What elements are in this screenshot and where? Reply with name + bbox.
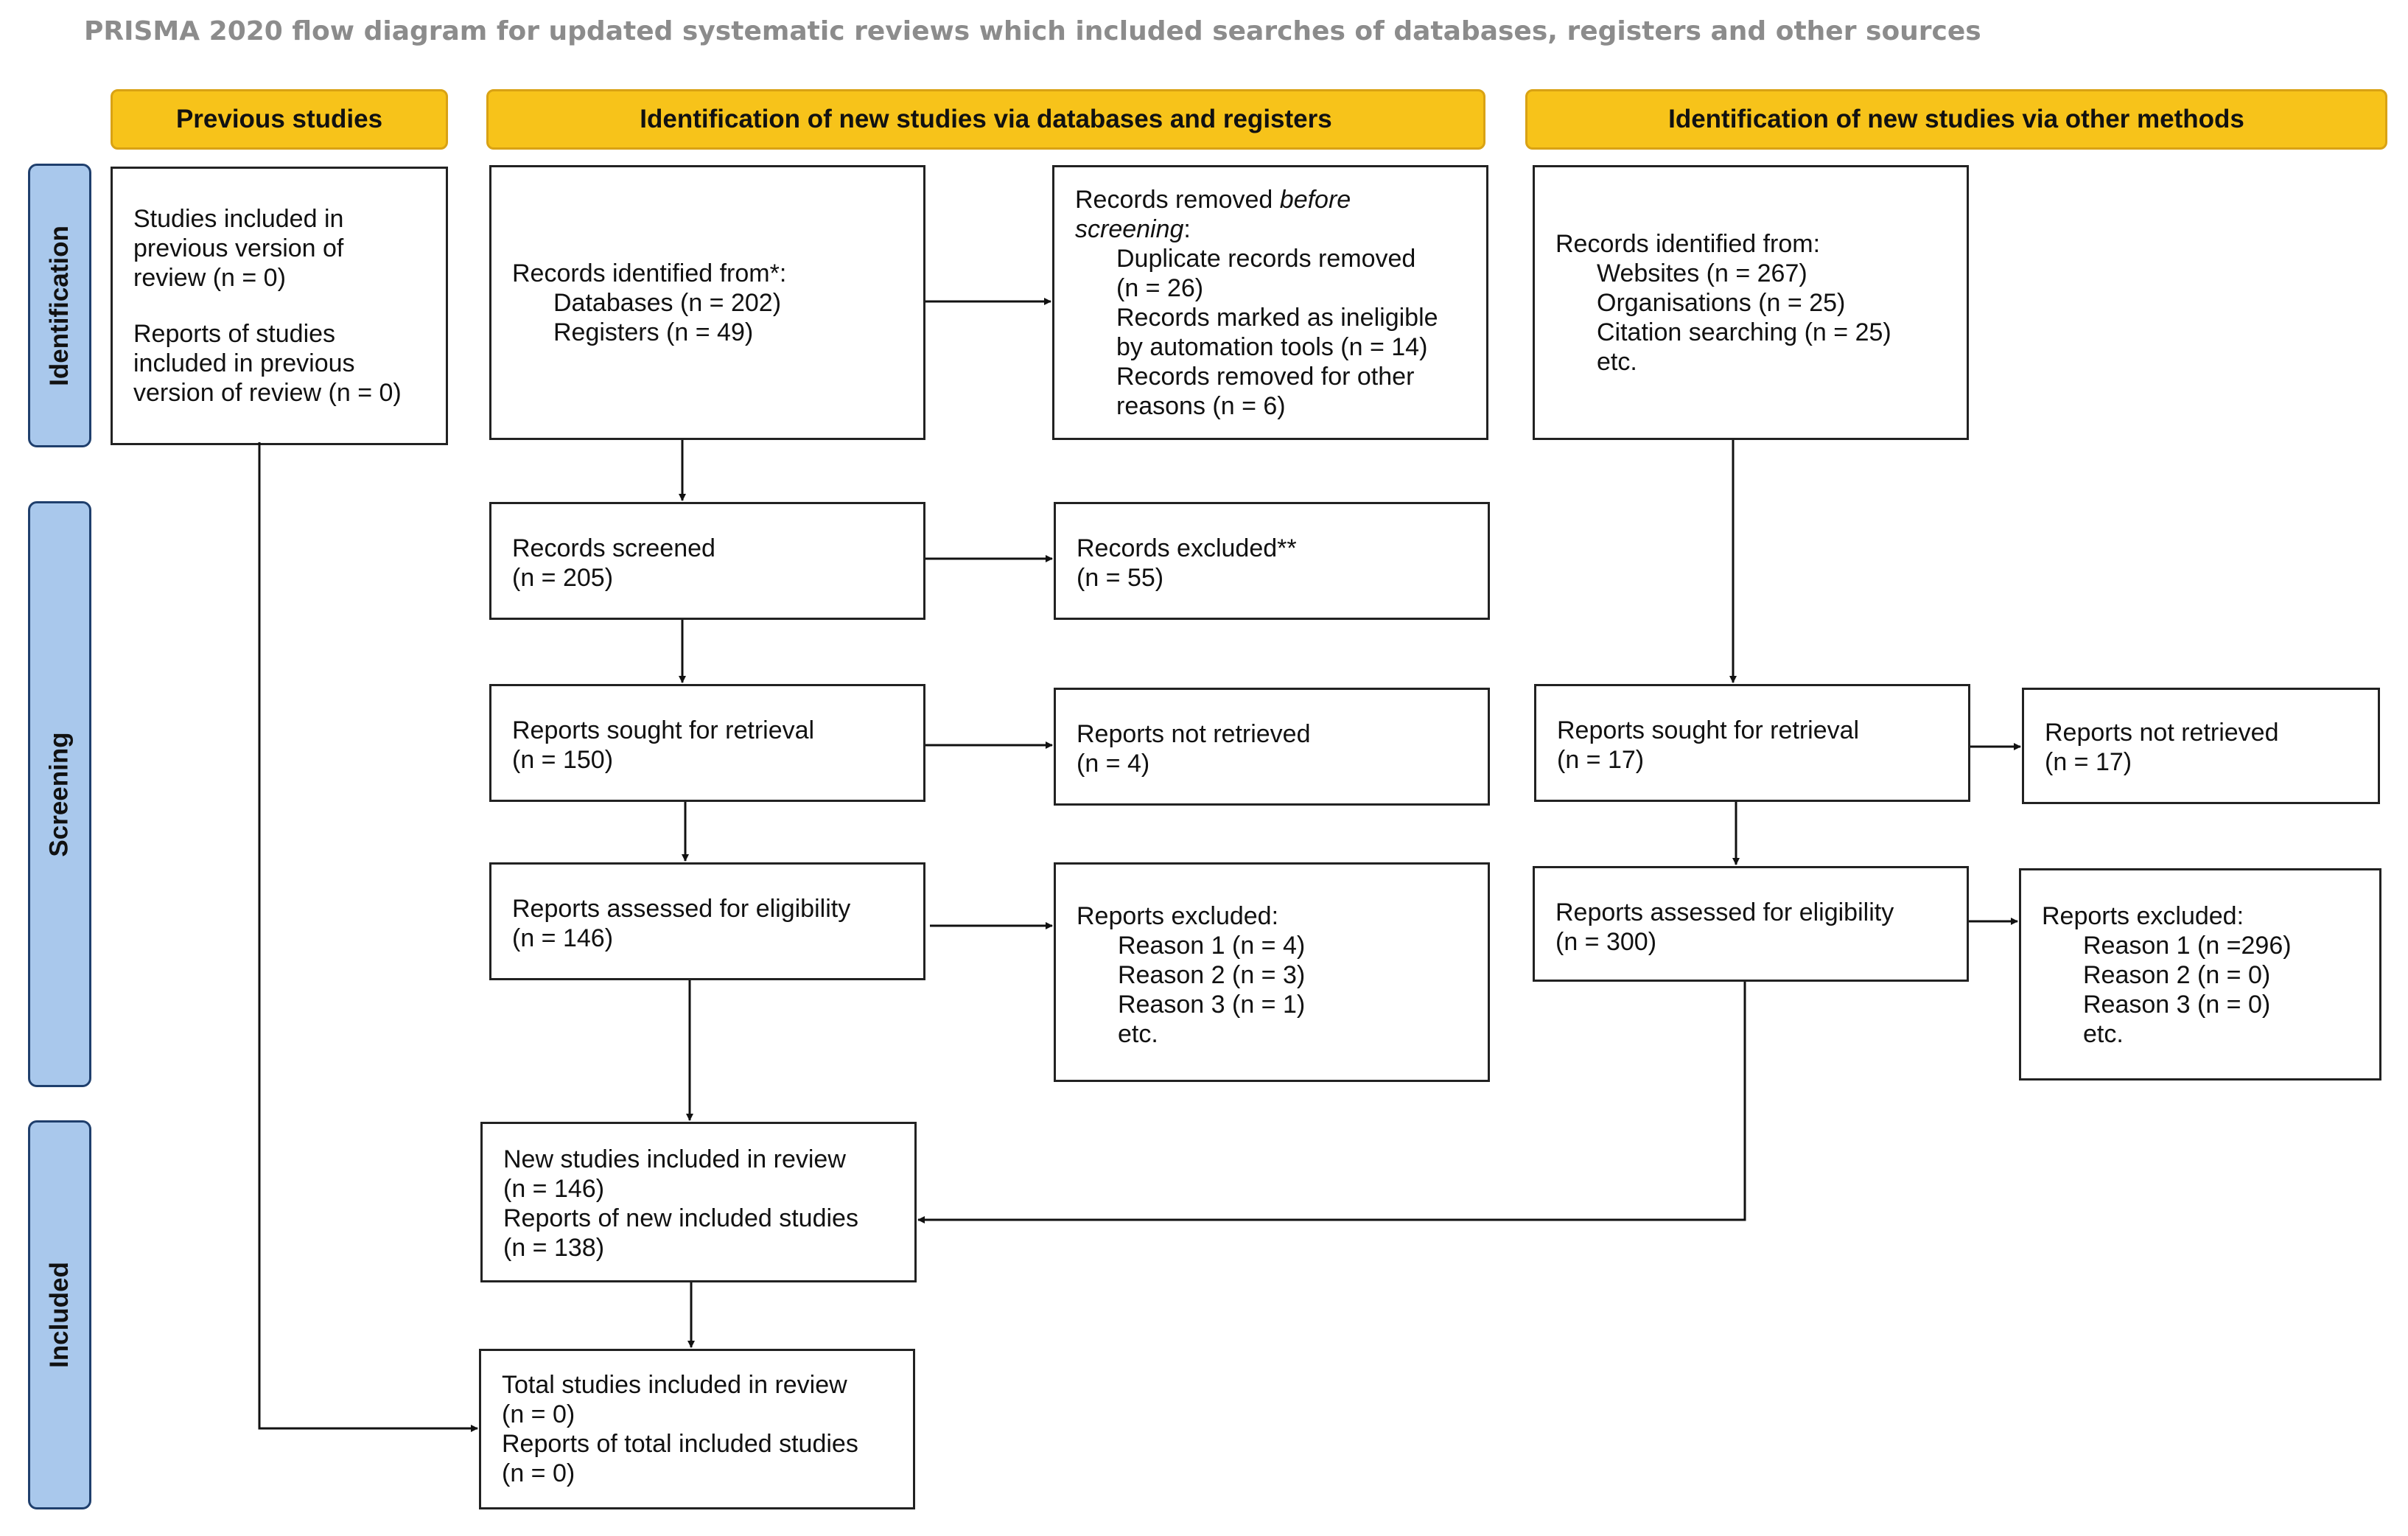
db-identified-heading: Records identified from*: [512, 259, 787, 287]
new-studies-included-box: New studies included in review (n = 146)… [480, 1122, 917, 1282]
db-duplicates-line: Duplicate records removed [1116, 244, 1416, 273]
other-reports-excluded-heading: Reports excluded: [2042, 902, 2244, 930]
other-not-retrieved-label: Reports not retrieved [2045, 719, 2279, 747]
other-reports-not-retrieved-box: Reports not retrieved (n = 17) [2022, 688, 2380, 804]
other-sought-count: (n = 17) [1557, 746, 1645, 774]
db-registers-count: Registers (n = 49) [553, 318, 754, 346]
db-removed-heading-cont: screening: [1075, 214, 1191, 243]
header-databases-registers: Identification of new studies via databa… [486, 89, 1485, 150]
db-excluded-count: (n = 55) [1077, 564, 1164, 592]
db-records-identified-box: Records identified from*: Databases (n =… [489, 165, 925, 440]
db-other-reasons-count: reasons (n = 6) [1116, 391, 1286, 420]
db-screened-count: (n = 205) [512, 564, 614, 592]
new-included-line: New studies included in review [503, 1145, 846, 1173]
db-reports-excluded-heading: Reports excluded: [1077, 902, 1279, 930]
db-removed-heading: Records removed before [1075, 185, 1351, 214]
other-reports-sought-box: Reports sought for retrieval (n = 17) [1534, 684, 1970, 802]
total-reports-count: (n = 0) [502, 1459, 575, 1487]
db-reports-not-retrieved-box: Reports not retrieved (n = 4) [1054, 688, 1490, 806]
db-not-retrieved-count: (n = 4) [1077, 750, 1150, 778]
total-included-line: Total studies included in review [502, 1371, 847, 1399]
other-identified-etc: etc. [1597, 347, 1637, 376]
page-title: PRISMA 2020 flow diagram for updated sys… [84, 16, 1981, 46]
db-automation-line: Records marked as ineligible [1116, 303, 1438, 332]
db-reason-2: Reason 2 (n = 3) [1118, 961, 1306, 989]
previous-studies-line: Studies included in [133, 205, 344, 233]
other-reports-assessed-box: Reports assessed for eligibility (n = 30… [1533, 866, 1969, 982]
total-studies-included-box: Total studies included in review (n = 0)… [479, 1349, 915, 1509]
previous-studies-line: review (n = 0) [133, 264, 286, 292]
db-excluded-label: Records excluded** [1077, 534, 1297, 562]
other-reason-2: Reason 2 (n = 0) [2083, 961, 2271, 989]
total-included-count: (n = 0) [502, 1400, 575, 1428]
new-included-count: (n = 146) [503, 1175, 605, 1203]
db-screened-label: Records screened [512, 534, 715, 562]
db-assessed-label: Reports assessed for eligibility [512, 895, 851, 923]
previous-reports-line: version of review (n = 0) [133, 379, 402, 407]
db-records-removed-box: Records removed before screening: Duplic… [1052, 165, 1488, 440]
db-reason-1: Reason 1 (n = 4) [1118, 932, 1306, 960]
new-reports-line: Reports of new included studies [503, 1204, 858, 1232]
previous-studies-line: previous version of [133, 234, 344, 262]
other-not-retrieved-count: (n = 17) [2045, 748, 2132, 776]
other-records-identified-box: Records identified from: Websites (n = 2… [1533, 165, 1969, 440]
db-records-excluded-box: Records excluded** (n = 55) [1054, 502, 1490, 620]
other-websites-count: Websites (n = 267) [1597, 259, 1807, 287]
db-assessed-count: (n = 146) [512, 924, 614, 952]
previous-reports-line: included in previous [133, 349, 355, 377]
other-reason-etc: etc. [2083, 1020, 2124, 1048]
new-reports-count: (n = 138) [503, 1234, 605, 1262]
db-other-reasons-line: Records removed for other [1116, 362, 1415, 391]
total-reports-line: Reports of total included studies [502, 1430, 858, 1458]
stage-identification: Identification [28, 164, 91, 447]
db-reports-assessed-box: Reports assessed for eligibility (n = 14… [489, 862, 925, 980]
db-reports-sought-box: Reports sought for retrieval (n = 150) [489, 684, 925, 802]
db-reason-etc: etc. [1118, 1020, 1158, 1048]
header-other-methods: Identification of new studies via other … [1525, 89, 2387, 150]
other-assessed-count: (n = 300) [1555, 928, 1657, 956]
header-previous-studies: Previous studies [111, 89, 448, 150]
stage-screening: Screening [28, 501, 91, 1087]
db-records-screened-box: Records screened (n = 205) [489, 502, 925, 620]
db-reason-3: Reason 3 (n = 1) [1118, 991, 1306, 1019]
other-identified-heading: Records identified from: [1555, 229, 1821, 258]
db-sought-label: Reports sought for retrieval [512, 716, 815, 744]
stage-included: Included [28, 1120, 91, 1509]
previous-studies-box: Studies included in previous version of … [111, 167, 448, 445]
other-reports-excluded-box: Reports excluded: Reason 1 (n =296) Reas… [2019, 868, 2381, 1081]
db-not-retrieved-label: Reports not retrieved [1077, 720, 1311, 748]
db-reports-excluded-box: Reports excluded: Reason 1 (n = 4) Reaso… [1054, 862, 1490, 1082]
arrow-other-assessed-to-new-included [936, 982, 1746, 1221]
db-duplicates-count: (n = 26) [1116, 273, 1204, 302]
other-organisations-count: Organisations (n = 25) [1597, 288, 1846, 317]
arrow-previous-to-total [258, 442, 464, 1430]
other-sought-label: Reports sought for retrieval [1557, 716, 1860, 744]
db-databases-count: Databases (n = 202) [553, 288, 782, 317]
other-reason-1: Reason 1 (n =296) [2083, 932, 2292, 960]
other-assessed-label: Reports assessed for eligibility [1555, 898, 1894, 926]
other-citation-count: Citation searching (n = 25) [1597, 318, 1891, 346]
db-automation-count: by automation tools (n = 14) [1116, 332, 1428, 361]
db-sought-count: (n = 150) [512, 746, 614, 774]
previous-reports-line: Reports of studies [133, 320, 336, 348]
other-reason-3: Reason 3 (n = 0) [2083, 991, 2271, 1019]
